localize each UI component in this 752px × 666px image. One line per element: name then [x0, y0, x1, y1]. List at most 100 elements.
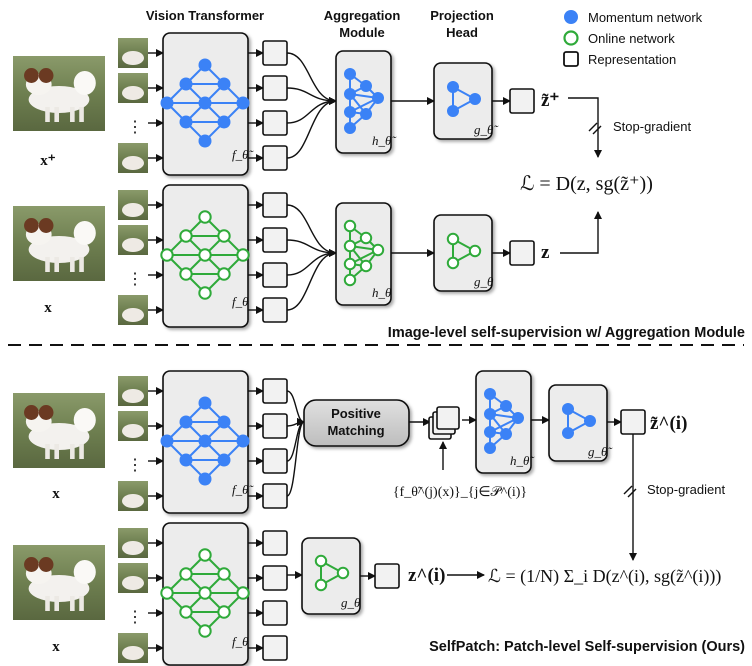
legend-representation-label: Representation [588, 52, 676, 67]
top-online-patch-representation [262, 192, 288, 218]
dog-tail [73, 221, 96, 245]
positive-matching-line1: Positive [331, 406, 381, 421]
graph-node [198, 586, 212, 600]
graph-node [446, 256, 460, 270]
patch-1 [118, 38, 148, 68]
graph-node [371, 243, 385, 257]
graph-node [372, 92, 384, 104]
graph-node [360, 80, 372, 92]
patch-ellipsis: ⋮ [127, 271, 143, 288]
bottom-proj-momentum-label: g_θ̃ [588, 444, 613, 459]
graph-node [198, 134, 212, 148]
graph-node [236, 586, 250, 600]
graph-node [236, 434, 250, 448]
patch-1 [118, 190, 148, 220]
patch-fur [122, 576, 144, 590]
graph-node [217, 77, 231, 91]
top-loss: ℒ = D(z, sg(z̃⁺)) [520, 173, 653, 195]
bottom-output-online: z^(i) [408, 565, 445, 586]
bottom-online-encoder-graph [160, 548, 250, 638]
neighbor-representations-label: {f_θ̃^(j)(x)}_{j∈𝒫^(i)} [393, 485, 527, 500]
stop-gradient-tick [623, 485, 633, 495]
dog-leg [54, 257, 59, 272]
input-x-label-top: x [44, 300, 52, 316]
graph-node [217, 453, 231, 467]
top-momentum-rep-to-agg [286, 97, 337, 124]
graph-node [359, 259, 373, 273]
top-momentum-patch-representation [262, 145, 288, 171]
graph-node [217, 267, 231, 281]
dog-tail [73, 71, 96, 95]
bottom-momentum-patch-representation [262, 448, 288, 474]
patch-fur [122, 238, 144, 252]
dog-leg [70, 444, 75, 459]
legend-momentum-icon [564, 10, 578, 24]
top-stop-gradient-arrow [568, 97, 602, 158]
graph-node [512, 412, 524, 424]
graph-node [314, 554, 328, 568]
bottom-stop-gradient-label: Stop-gradient [647, 482, 725, 497]
bottom-momentum-patch-representation [262, 413, 288, 439]
stop-gradient-tick [592, 125, 602, 135]
graph-node [198, 286, 212, 300]
legend: Momentum network Online network Represen… [563, 10, 703, 67]
graph-node [343, 239, 357, 253]
top-online-projection-graph [446, 232, 482, 270]
graph-node [160, 248, 174, 262]
top-agg-online-label: h_θ [372, 285, 392, 300]
stop-gradient-tick [627, 488, 637, 498]
top-output-momentum: z̃⁺ [541, 90, 559, 111]
patch-fur [122, 646, 144, 660]
bottom-online-patch-representation [262, 565, 288, 591]
graph-node [447, 105, 459, 117]
dog-ear [24, 68, 39, 83]
graph-node [198, 548, 212, 562]
graph-node [344, 122, 356, 134]
patch-fur [122, 156, 144, 170]
patch-2 [118, 225, 148, 255]
patch-ellipsis: ⋮ [127, 119, 143, 136]
patch-2 [118, 73, 148, 103]
dog-leg [45, 596, 50, 611]
graph-node [198, 434, 212, 448]
graph-node [179, 77, 193, 91]
bottom-proj-online-label: g_θ [341, 595, 361, 610]
dog-leg [70, 107, 75, 122]
top-extras [286, 50, 602, 311]
graph-node [343, 219, 357, 233]
dog-ear [38, 218, 54, 233]
patch-fur [122, 494, 144, 508]
graph-node [198, 210, 212, 224]
top-online-patch-representation [262, 262, 288, 288]
top-agg-momentum-label: h_θ̃ [372, 133, 397, 148]
graph-node [447, 81, 459, 93]
graph-node [446, 232, 460, 246]
dog-tail [73, 560, 96, 584]
patch-ellipsis: ⋮ [127, 609, 143, 626]
graph-node [160, 586, 174, 600]
graph-node [179, 267, 193, 281]
top-momentum-projection-graph [447, 81, 481, 117]
bottom-momentum-input-image [13, 393, 105, 468]
bottom-momentum-projection-graph [562, 403, 596, 439]
dog-leg [79, 107, 84, 122]
bottom-extras [286, 370, 646, 615]
graph-node [484, 442, 496, 454]
graph-node [484, 388, 496, 400]
patch-fur [122, 424, 144, 438]
dog-leg [45, 444, 50, 459]
graph-node [468, 244, 482, 258]
graph-node [484, 408, 496, 420]
bottom-momentum-output-representation [620, 409, 646, 435]
dog-ear [38, 405, 54, 420]
positive-matching-box [303, 399, 410, 447]
top-output-online: z [541, 242, 550, 263]
patch-n [118, 633, 148, 663]
top-online-rep-to-agg [286, 249, 337, 276]
top-momentum-aggregation-graph [344, 68, 384, 134]
graph-node [198, 624, 212, 638]
input-x-label-bottom-2: x [52, 639, 60, 655]
top-proj-momentum-label: g_θ̃ [474, 122, 499, 137]
top-stop-gradient-label: Stop-gradient [613, 119, 691, 134]
patch-n [118, 295, 148, 325]
